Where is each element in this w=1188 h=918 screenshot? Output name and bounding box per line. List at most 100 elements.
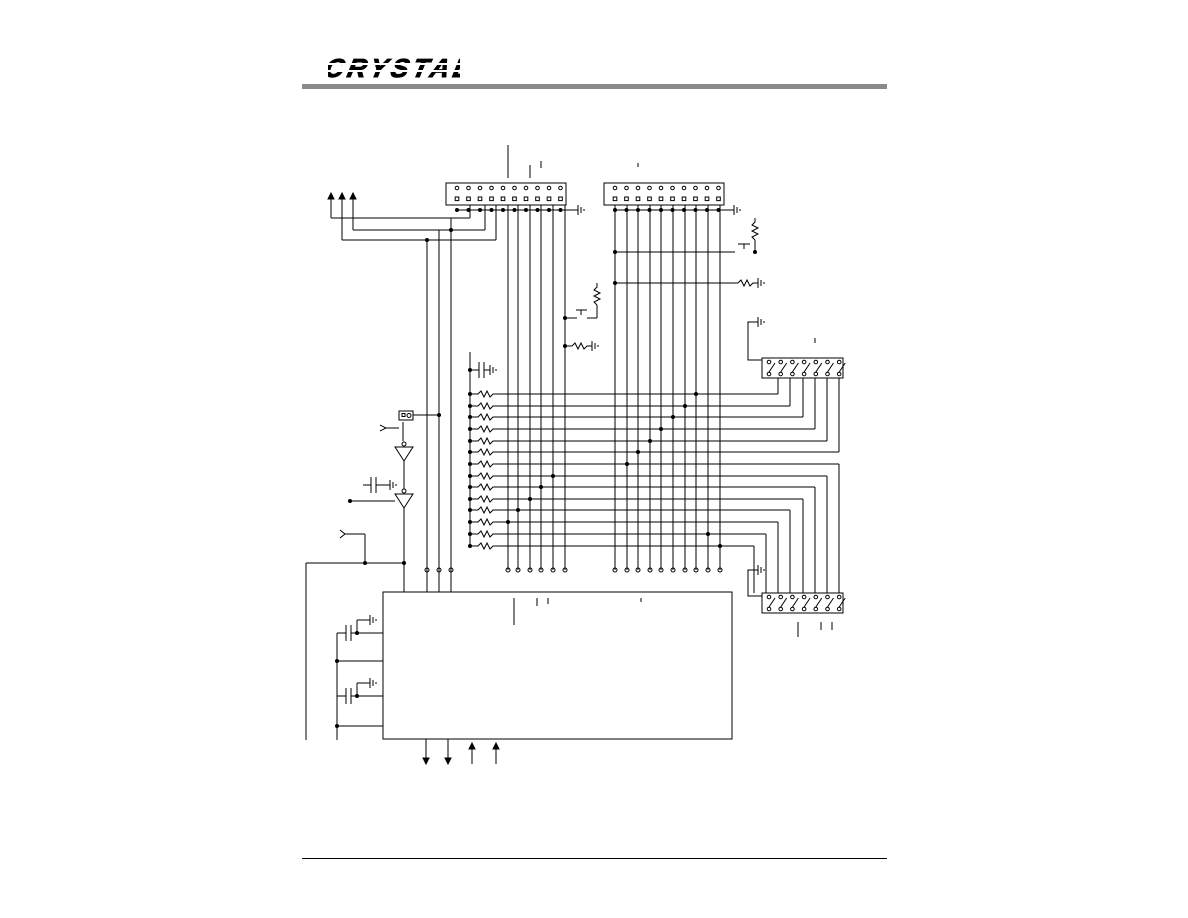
header-bar — [302, 84, 887, 89]
junction-dot — [468, 462, 472, 466]
junction-dot — [468, 544, 472, 548]
junction-dot — [624, 208, 629, 212]
switch-icon — [768, 597, 776, 608]
pin — [813, 594, 819, 600]
pin — [635, 567, 641, 573]
pin — [766, 606, 772, 612]
junction-dot — [348, 499, 352, 503]
pin — [515, 567, 521, 573]
junction-dot — [539, 485, 543, 489]
pin — [717, 567, 723, 573]
junction-dot — [671, 415, 675, 419]
junction-dot — [468, 415, 472, 419]
junction-dot — [648, 439, 652, 443]
pin — [778, 606, 784, 612]
pin — [778, 371, 784, 377]
junction-dot — [402, 561, 406, 565]
junction-dot — [512, 208, 517, 212]
footer-rule — [302, 858, 887, 859]
junction-dot — [455, 208, 459, 212]
pin — [766, 371, 772, 377]
pin — [836, 606, 842, 612]
pin — [790, 606, 795, 612]
pin — [535, 196, 540, 202]
pin — [535, 185, 540, 191]
pin — [527, 567, 533, 573]
junction-dot — [468, 520, 472, 524]
junction-dot — [468, 450, 472, 454]
jumper — [398, 410, 414, 421]
pin — [825, 606, 830, 612]
pin — [466, 185, 471, 191]
junction-dot — [694, 392, 698, 396]
switch-icon — [791, 362, 799, 373]
switch-icon — [791, 597, 799, 608]
pin — [523, 196, 529, 202]
pin — [813, 371, 819, 377]
pin — [704, 196, 710, 202]
pin — [635, 185, 641, 191]
junction-dot — [647, 208, 652, 212]
pin — [693, 567, 699, 573]
junction-dot — [625, 462, 629, 466]
pin — [790, 371, 795, 377]
pin — [716, 185, 721, 191]
pin — [647, 196, 652, 202]
arrow-icon — [468, 741, 476, 750]
junction-dot — [718, 544, 722, 548]
junction-dot — [468, 368, 472, 372]
switch-icon — [827, 597, 834, 608]
junction-dot — [468, 427, 472, 431]
pin — [624, 567, 630, 573]
arrow-icon — [492, 741, 500, 750]
pin — [538, 567, 544, 573]
pin — [681, 185, 687, 191]
junction-dots — [335, 208, 757, 728]
pin — [500, 196, 506, 202]
resistor-icon — [470, 541, 497, 551]
resistor-icon — [470, 482, 497, 492]
resistor-icon — [470, 389, 497, 399]
pin — [401, 413, 406, 417]
switch-icon — [768, 362, 776, 373]
pin — [624, 185, 629, 191]
arrow-icon — [444, 757, 452, 766]
pin — [406, 413, 412, 418]
junction-dot — [355, 694, 359, 698]
resistor-icon — [470, 436, 497, 446]
pin — [612, 185, 618, 191]
switch-icon — [803, 597, 811, 608]
pin — [778, 594, 784, 600]
pin — [670, 196, 675, 202]
junction-dot — [693, 208, 698, 212]
switch-icon — [827, 362, 834, 373]
junction-dot — [468, 392, 472, 396]
pin — [716, 196, 721, 202]
pin — [612, 567, 618, 573]
pin — [546, 185, 552, 191]
switch-icon — [780, 362, 788, 373]
pin — [766, 594, 772, 600]
pin — [454, 185, 460, 191]
pin — [558, 185, 563, 191]
junction-dot — [506, 520, 510, 524]
pin — [825, 594, 830, 600]
resistor-icon — [470, 412, 497, 422]
junction-dot — [524, 208, 528, 212]
pin — [693, 185, 698, 191]
pin — [424, 567, 430, 573]
pin — [477, 196, 483, 202]
junction-dot — [489, 208, 494, 212]
pin — [658, 196, 664, 202]
junction-dot — [363, 561, 367, 565]
junction-dot — [335, 724, 339, 728]
junction-dot — [563, 344, 567, 348]
pin — [682, 567, 688, 573]
switch-icon — [838, 597, 846, 608]
junction-dot — [516, 508, 520, 512]
pin — [681, 196, 687, 202]
pin — [670, 185, 675, 191]
pin — [825, 371, 830, 377]
pin — [836, 594, 842, 600]
